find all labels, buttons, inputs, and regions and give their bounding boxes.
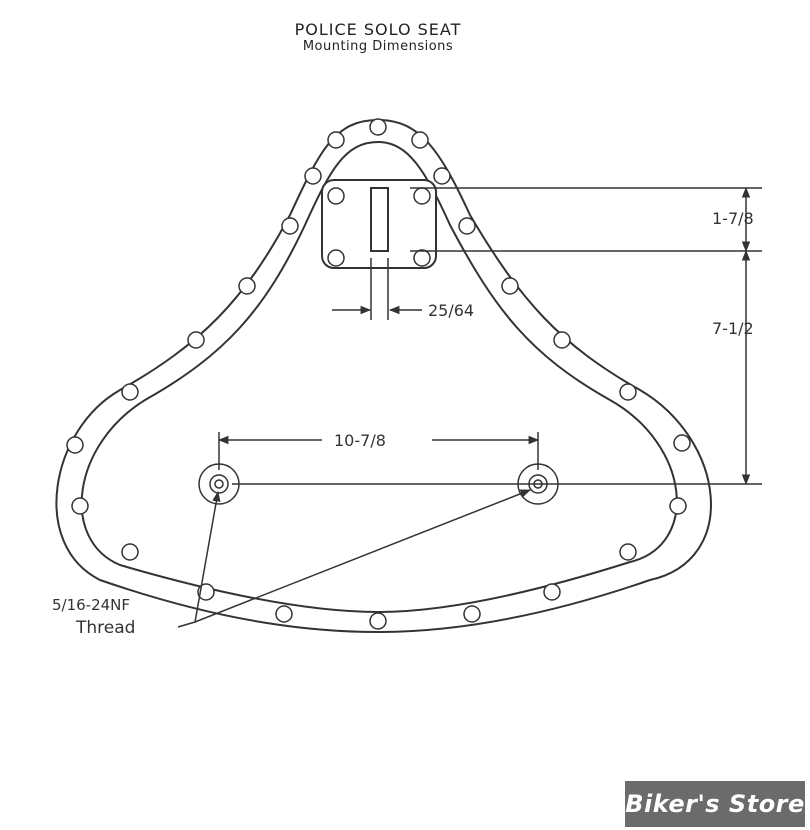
hole — [411, 131, 429, 149]
bracket-hole — [327, 249, 345, 267]
thread-callout-line1: 5/16-24NF — [52, 596, 130, 614]
hole — [187, 331, 205, 349]
diagram-title: POLICE SOLO SEAT — [294, 20, 462, 39]
hole — [433, 167, 451, 185]
hole — [275, 605, 293, 623]
dim-label-slot-width: 25/64 — [428, 301, 474, 320]
hole — [501, 277, 519, 295]
thread-callout-line2: Thread — [75, 618, 135, 638]
extension-lines — [218, 187, 762, 485]
hole — [121, 383, 139, 401]
thread-leader-left — [177, 490, 221, 628]
hole — [121, 543, 139, 561]
hole — [669, 497, 687, 515]
dim-label-top-height: 1-7/8 — [712, 209, 754, 228]
hole — [458, 217, 476, 235]
hole — [369, 118, 387, 136]
dim-label-stud-spacing: 10-7/8 — [334, 431, 386, 450]
bikers-store-watermark: Biker's Store — [625, 781, 805, 827]
hole — [238, 277, 256, 295]
hole — [369, 612, 387, 630]
hole — [673, 434, 691, 452]
hole — [71, 497, 89, 515]
bracket-hole — [327, 187, 345, 205]
bracket-slot — [370, 187, 389, 252]
bracket-hole — [413, 249, 431, 267]
hole — [197, 583, 215, 601]
hole — [304, 167, 322, 185]
bracket-hole — [413, 187, 431, 205]
hole — [619, 383, 637, 401]
perimeter-holes — [66, 118, 691, 630]
seat-outline-inner — [80, 140, 678, 614]
dim-label-total-height: 7-1/2 — [712, 319, 754, 338]
hole — [619, 543, 637, 561]
seat-outline-outer — [55, 118, 712, 634]
hole — [281, 217, 299, 235]
thread-leader-right — [194, 489, 531, 623]
hole — [553, 331, 571, 349]
hole — [327, 131, 345, 149]
hole — [66, 436, 84, 454]
diagram-subtitle: Mounting Dimensions — [302, 39, 454, 54]
hole — [543, 583, 561, 601]
hole — [463, 605, 481, 623]
